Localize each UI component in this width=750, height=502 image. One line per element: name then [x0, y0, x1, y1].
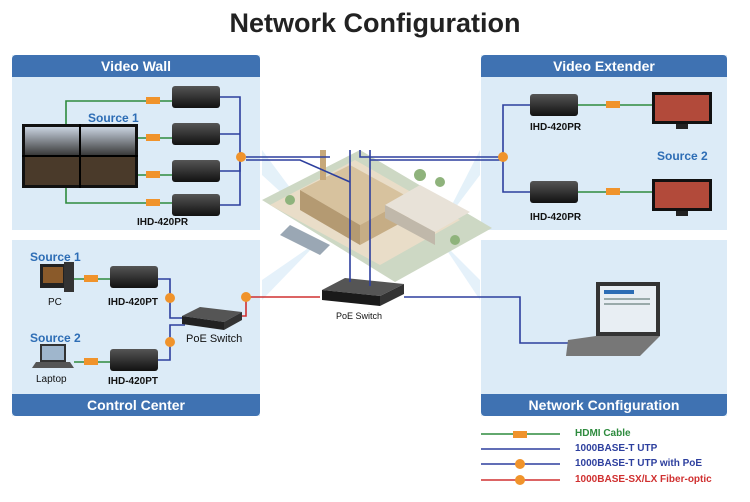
center-poe-switch	[322, 278, 404, 306]
ve-displays	[652, 92, 712, 216]
cc-fiber-line	[242, 296, 320, 317]
center-utp-lines	[349, 150, 568, 344]
vw-device-label: IHD-420PR	[137, 217, 189, 228]
legend-fiber: 1000BASE-SX/LX Fiber-optic	[575, 474, 712, 485]
ve-hdmi-tags	[606, 101, 620, 195]
cc-pc	[40, 262, 74, 292]
cc-source2-label: Source 2	[30, 331, 81, 345]
vw-receivers	[172, 86, 220, 216]
ve-utp-lines	[359, 104, 530, 193]
legend-utp-poe: 1000BASE-T UTP with PoE	[575, 458, 703, 469]
ve-device-top-label: IHD-420PR	[530, 122, 582, 133]
cc-utp-lines	[158, 278, 185, 361]
control-center-footer: Control Center	[12, 394, 260, 416]
cc-device2-label: IHD-420PT	[108, 376, 159, 387]
cc-device1-label: IHD-420PT	[108, 297, 159, 308]
legend-utp: 1000BASE-T UTP	[575, 443, 658, 454]
nc-laptop	[566, 282, 660, 356]
legend-hdmi: HDMI Cable	[575, 428, 631, 439]
cc-poe-tag-1	[165, 293, 175, 303]
cc-transmitters	[110, 266, 158, 371]
cc-pc-label: PC	[48, 297, 62, 308]
cc-fiber-tag	[241, 292, 251, 302]
cc-poe-tag-2	[165, 337, 175, 347]
ve-source-label: Source 2	[657, 149, 708, 163]
cc-laptop	[32, 344, 74, 368]
city-illustration	[262, 150, 492, 282]
page-title: Network Configuration	[229, 8, 521, 38]
cc-poe-switch	[182, 307, 242, 330]
vw-utp-lines	[220, 96, 351, 206]
vw-hdmi-tags	[146, 97, 160, 206]
cc-hdmi-tags	[84, 275, 98, 365]
vw-poe-tag	[236, 152, 246, 162]
network-configuration-footer: Network Configuration	[481, 394, 727, 416]
cc-source1-label: Source 1	[30, 250, 81, 264]
center-switch-label: PoE Switch	[336, 311, 383, 321]
video-extender-header: Video Extender	[481, 55, 727, 77]
legend-lines	[481, 431, 560, 485]
vw-source-label: Source 1	[88, 111, 139, 125]
cc-laptop-label: Laptop	[36, 374, 67, 385]
cc-switch-label: PoE Switch	[186, 333, 243, 345]
video-wall-header: Video Wall	[12, 55, 260, 77]
ve-device-bottom-label: IHD-420PR	[530, 212, 582, 223]
video-wall-screens	[22, 124, 138, 188]
ve-hdmi-lines	[578, 104, 652, 193]
ve-receivers	[530, 94, 578, 203]
cc-hdmi-lines	[74, 278, 110, 363]
ve-poe-tag	[498, 152, 508, 162]
